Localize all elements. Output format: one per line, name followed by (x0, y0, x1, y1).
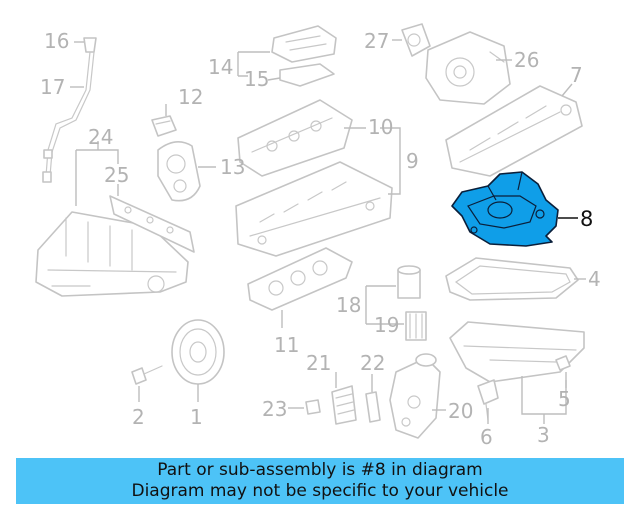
part-3-oil-pan (449, 321, 585, 383)
part-2-bolt (131, 365, 163, 385)
part-18-oil-filter (397, 265, 421, 299)
callout-13: 13 (220, 155, 245, 179)
callout-20: 20 (448, 399, 473, 423)
part-21-cooler (331, 385, 357, 425)
callout-26: 26 (514, 48, 539, 72)
part-26-housing (425, 31, 511, 105)
callout-17: 17 (40, 75, 65, 99)
part-23-screw (305, 399, 321, 415)
callout-7: 7 (570, 63, 583, 87)
part-7-upper-pan (445, 85, 583, 177)
callout-4: 4 (588, 267, 601, 291)
callout-6: 6 (480, 425, 493, 449)
callout-24: 24 (88, 125, 113, 149)
callout-12: 12 (178, 85, 203, 109)
callout-5: 5 (558, 387, 571, 411)
banner-line-2: Diagram may not be specific to your vehi… (131, 481, 509, 501)
callout-25: 25 (104, 163, 129, 187)
part-14-cover (271, 25, 337, 63)
part-25-gasket (109, 195, 195, 253)
banner-line-1: Part or sub-assembly is #8 in diagram (157, 460, 483, 480)
part-5-drain-plug (555, 355, 571, 371)
part-6-sensor (477, 379, 499, 421)
part-24-intake-manifold (35, 211, 189, 297)
part-12-cap (151, 115, 177, 137)
callout-27: 27 (364, 29, 389, 53)
part-19-filter-element (405, 311, 427, 341)
callout-19: 19 (374, 313, 399, 337)
callout-3: 3 (537, 423, 550, 447)
callout-9: 9 (406, 149, 419, 173)
callout-15: 15 (244, 67, 269, 91)
callout-18: 18 (336, 293, 361, 317)
callout-16: 16 (44, 29, 69, 53)
part-15-plate (279, 63, 335, 87)
callout-21: 21 (306, 351, 331, 375)
part-11-head-gasket (247, 247, 353, 311)
callout-14: 14 (208, 55, 233, 79)
callout-11: 11 (274, 333, 299, 357)
callout-2: 2 (132, 405, 145, 429)
part-9-cylinder-head (235, 161, 393, 257)
part-4-pan-gasket (445, 257, 579, 301)
part-10-valve-cover (237, 99, 353, 177)
dipstick-assembly (42, 37, 97, 183)
part-1-pulley (171, 319, 225, 385)
part-13-cover (157, 141, 201, 202)
callout-22: 22 (360, 351, 385, 375)
part-27-gasket (401, 23, 431, 57)
callout-8: 8 (580, 207, 593, 231)
info-banner: Part or sub-assembly is #8 in diagram Di… (16, 458, 624, 504)
callout-23: 23 (262, 397, 287, 421)
part-22-seal (365, 391, 381, 423)
callout-1: 1 (190, 405, 203, 429)
callout-10: 10 (368, 115, 393, 139)
part-8-highlighted (451, 171, 559, 247)
part-20-bracket (389, 353, 441, 439)
